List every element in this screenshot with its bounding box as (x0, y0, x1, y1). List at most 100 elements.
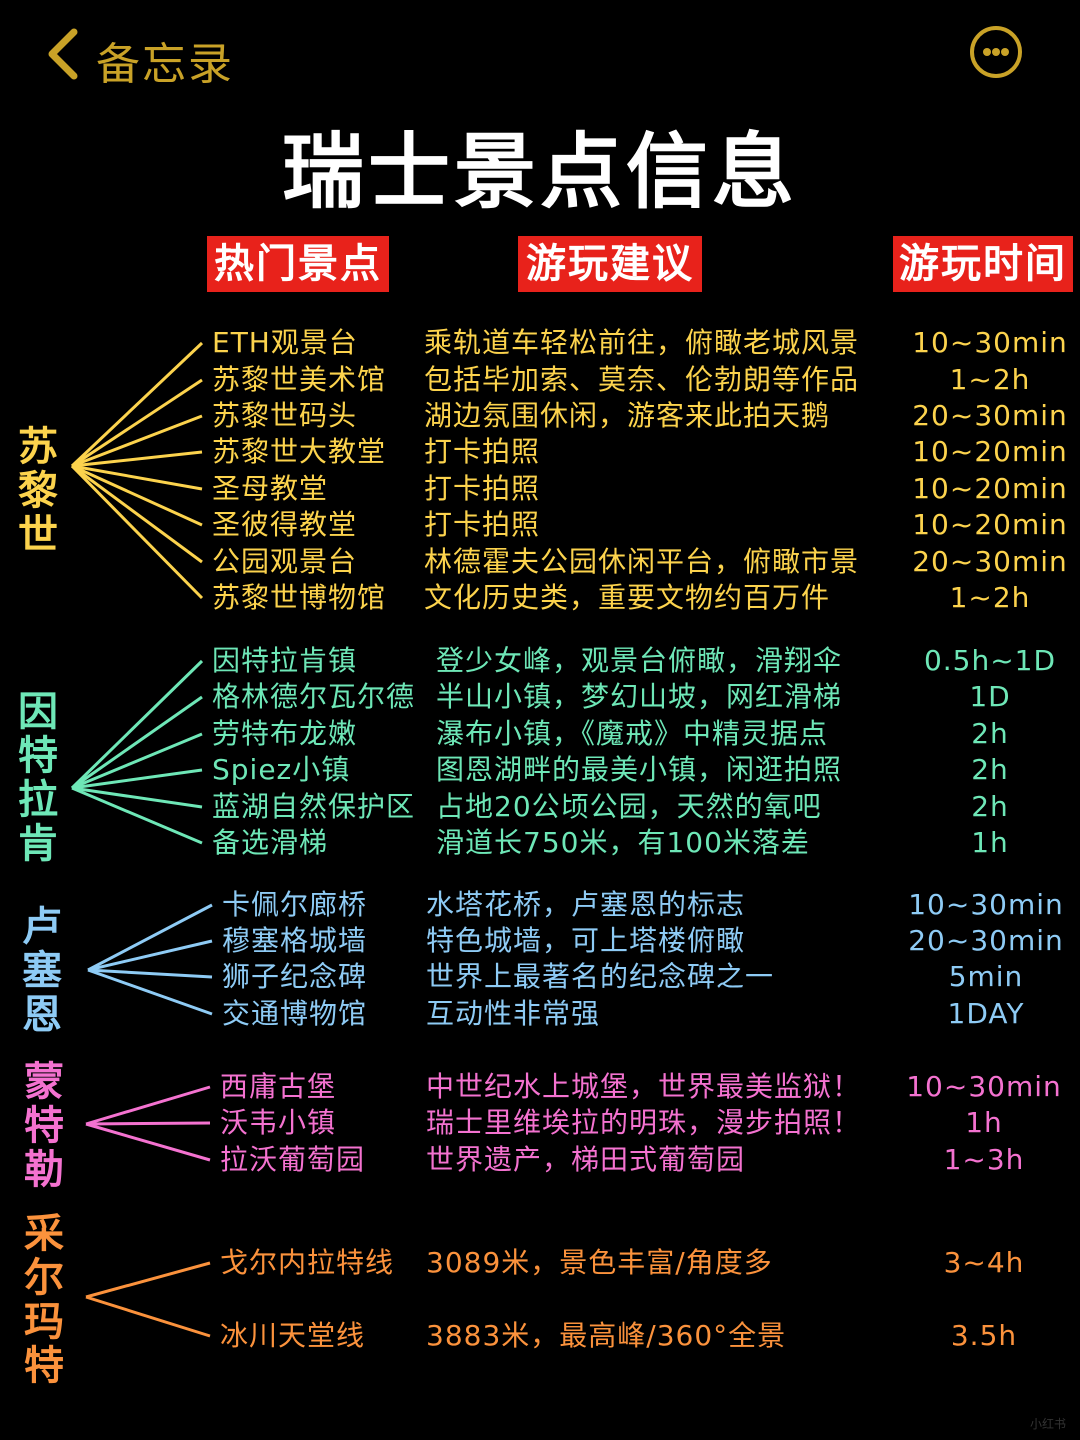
spot-time: 1D (969, 680, 1011, 713)
spot-time: 10~30min (906, 1070, 1062, 1103)
spot-name: 因特拉肯镇 (212, 644, 358, 677)
connector-line (85, 1121, 211, 1126)
spot-name: 狮子纪念碑 (222, 960, 368, 993)
spot-name: 公园观景台 (212, 545, 358, 578)
spot-time: 1~2h (949, 581, 1031, 614)
connector-line (85, 1261, 211, 1299)
spot-name: 苏黎世博物馆 (212, 581, 387, 614)
spot-advice: 3089米，景色丰富/角度多 (426, 1246, 773, 1279)
spot-advice: 瑞士里维埃拉的明珠，漫步拍照！ (426, 1106, 862, 1139)
spot-name: Spiez小镇 (212, 753, 351, 786)
spot-advice: 打卡拍照 (424, 472, 541, 505)
spot-time: 10~20min (912, 472, 1068, 505)
connector-line (85, 1295, 211, 1338)
spot-name: 西庸古堡 (220, 1070, 337, 1103)
spot-advice: 世界上最著名的纪念碑之一 (426, 960, 775, 993)
spot-time: 1h (965, 1106, 1003, 1139)
connector-line (70, 659, 204, 790)
connector-line (71, 786, 203, 809)
spot-advice: 互动性非常强 (426, 997, 601, 1030)
spot-time: 2h (971, 753, 1009, 786)
spot-advice: 登少女峰，观景台俯瞰，滑翔伞 (436, 644, 843, 677)
spot-advice: 中世纪水上城堡，世界最美监狱！ (426, 1070, 862, 1103)
more-icon (983, 48, 991, 56)
spot-time: 20~30min (912, 545, 1068, 578)
spot-advice: 水塔花桥，卢塞恩的标志 (426, 888, 746, 921)
spot-advice: 乘轨道车轻松前往，俯瞰老城风景 (424, 326, 860, 359)
spot-advice: 林德霍夫公园休闲平台，俯瞰市景 (424, 545, 860, 578)
back-label[interactable]: 备忘录 (96, 39, 234, 90)
connector-line (71, 378, 203, 468)
spot-advice: 世界遗产，梯田式葡萄园 (426, 1143, 746, 1176)
spot-name: 沃韦小镇 (220, 1106, 337, 1139)
spot-advice: 湖边氛围休闲，游客来此拍天鹅 (424, 399, 831, 432)
spot-name: 苏黎世美术馆 (212, 363, 387, 396)
spot-name: 苏黎世码头 (212, 399, 358, 432)
connector-line (70, 464, 204, 600)
connector-line (71, 414, 203, 468)
spot-name: 拉沃葡萄园 (220, 1143, 366, 1176)
connector-line (71, 695, 203, 790)
region-label: 卢塞恩 (15, 905, 61, 1037)
spot-name: 备选滑梯 (212, 826, 329, 859)
chevron-left-icon (48, 28, 78, 80)
more-options-button[interactable] (970, 26, 1022, 78)
header-spot: 热门景点 (207, 236, 389, 292)
spot-time: 1DAY (947, 997, 1025, 1030)
spot-name: 戈尔内拉特线 (220, 1246, 395, 1279)
connector-line (70, 341, 204, 468)
region-label: 苏黎世 (11, 425, 57, 557)
spot-advice: 占地20公顷公园，天然的氧吧 (436, 790, 822, 823)
spot-time: 10~20min (912, 435, 1068, 468)
spot-advice: 打卡拍照 (424, 508, 541, 541)
spot-time: 20~30min (912, 399, 1068, 432)
spot-time: 2h (971, 790, 1009, 823)
spot-time: 1~2h (949, 363, 1031, 396)
spot-advice: 打卡拍照 (424, 435, 541, 468)
connector-line (87, 939, 213, 972)
spot-advice: 包括毕加索、莫奈、伦勃朗等作品 (424, 363, 860, 396)
spot-time: 5min (948, 960, 1024, 993)
watermark: 小红书 (1029, 1417, 1066, 1431)
connector-line (87, 968, 213, 1016)
spot-name: 交通博物馆 (222, 997, 368, 1030)
connector-line (71, 464, 203, 564)
spot-time: 1~3h (943, 1143, 1025, 1176)
connector-line (71, 464, 203, 491)
back-button[interactable] (40, 22, 100, 86)
spot-name: 穆塞格城墙 (222, 924, 368, 957)
spot-time: 10~20min (912, 508, 1068, 541)
spot-advice: 特色城墙，可上塔楼俯瞰 (426, 924, 746, 957)
connector-line (71, 786, 203, 845)
spot-name: 苏黎世大教堂 (212, 435, 387, 468)
spot-time: 10~30min (912, 326, 1068, 359)
spot-time: 10~30min (908, 888, 1064, 921)
page-title: 瑞士景点信息 (281, 125, 798, 220)
connector-line (87, 903, 213, 972)
region-label: 蒙特勒 (17, 1060, 63, 1192)
spot-name: ETH观景台 (212, 326, 358, 359)
spot-time: 3.5h (950, 1319, 1018, 1352)
spot-time: 20~30min (908, 924, 1064, 957)
spot-name: 冰川天堂线 (220, 1319, 366, 1352)
connector-line (71, 464, 203, 527)
spot-advice: 滑道长750米，有100米落差 (436, 826, 810, 859)
connector-line (85, 1085, 211, 1126)
spot-name: 劳特布龙嫩 (212, 717, 358, 750)
region-label: 因特拉肯 (11, 690, 57, 866)
spot-advice: 文化历史类，重要文物约百万件 (424, 581, 831, 614)
spot-name: 蓝湖自然保护区 (212, 790, 416, 823)
connector-line (71, 732, 203, 790)
spot-advice: 瀑布小镇，《魔戒》中精灵据点 (436, 717, 829, 750)
spot-time: 3~4h (943, 1246, 1025, 1279)
header-time: 游玩时间 (893, 236, 1073, 292)
spot-name: 卡佩尔廊桥 (222, 888, 368, 921)
connector-line (71, 450, 203, 468)
spot-advice: 图恩湖畔的最美小镇，闲逛拍照 (436, 753, 843, 786)
spot-advice: 半山小镇，梦幻山坡，网红滑梯 (436, 680, 843, 713)
header-advice: 游玩建议 (518, 236, 702, 292)
region-label: 采尔玛特 (17, 1212, 63, 1388)
connector-line (71, 768, 203, 790)
spot-name: 格林德尔瓦尔德 (212, 680, 416, 713)
